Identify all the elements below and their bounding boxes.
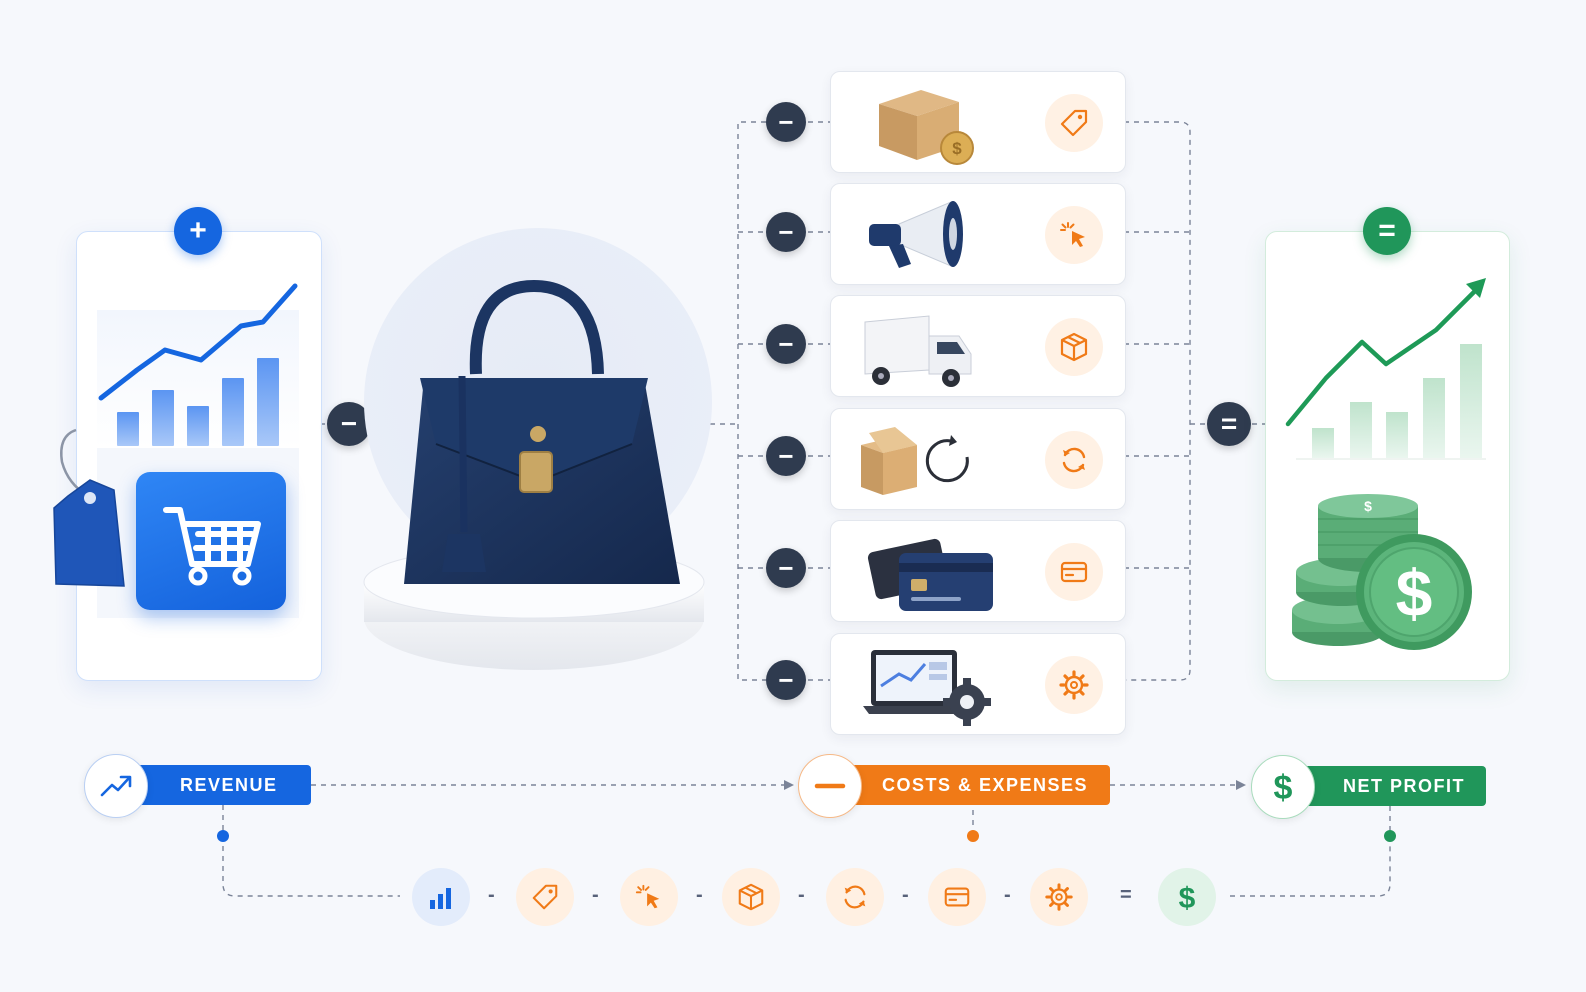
minus-operator-1: −: [766, 102, 806, 142]
svg-text:$: $: [1179, 882, 1196, 915]
equation-bar-chart: [412, 868, 470, 926]
minus-operator-revenue: −: [327, 402, 371, 446]
equation-dollar: $: [1158, 868, 1216, 926]
return-box-icon: [861, 427, 969, 495]
refresh-badge: [1045, 431, 1103, 489]
cost-card-marketing: [830, 183, 1126, 285]
dollar-icon: $: [1179, 882, 1196, 915]
package-badge: [1045, 318, 1103, 376]
price-tag-icon: [532, 884, 558, 910]
revenue-badge: [84, 754, 148, 818]
equation-price-tag: [516, 868, 574, 926]
click-cursor-icon: [1060, 222, 1085, 247]
costs-node-dot: [967, 830, 979, 842]
plus-operator: +: [174, 207, 222, 255]
laptop-gear-icon: [863, 650, 991, 726]
growth-chart-icon: [1285, 278, 1486, 460]
click-cursor-icon: [635, 884, 660, 909]
package-icon: [738, 883, 764, 911]
package-icon: [1060, 332, 1088, 362]
minus-operator-2: −: [766, 212, 806, 252]
cost-card-operations: [830, 633, 1126, 735]
svg-text:$: $: [1274, 769, 1293, 807]
handbag-icon: [363, 228, 712, 670]
revenue-label: REVENUE: [128, 765, 311, 805]
bar-chart-icon: [430, 888, 451, 909]
price-tag-icon: [53, 428, 125, 587]
minus-operator-6: −: [766, 660, 806, 700]
refresh-icon: [844, 885, 866, 909]
profit-node-dot: [1384, 830, 1396, 842]
equation-separator-6: -: [1004, 884, 1011, 906]
shopping-cart-tile: [136, 472, 286, 610]
minus-operator-3: −: [766, 324, 806, 364]
card-icon: [944, 887, 970, 907]
revenue-node-dot: [217, 830, 229, 842]
cardboard-box-coin-icon: $: [879, 90, 974, 165]
equation-card: [928, 868, 986, 926]
equation-separator-4: -: [798, 884, 805, 906]
equation-separator-5: -: [902, 884, 909, 906]
price-tag-icon: [1060, 109, 1088, 137]
card-badge: [1045, 543, 1103, 601]
trend-up-icon: [100, 775, 132, 797]
costs-expenses-label: COSTS & EXPENSES: [840, 765, 1110, 805]
shopping-cart-icon: [163, 507, 261, 586]
dollar-icon: $: [1274, 769, 1293, 807]
equation-gear: [1030, 868, 1088, 926]
coin-stack-icon: $ $: [1292, 494, 1472, 650]
equation-refresh: [826, 868, 884, 926]
price-tag-badge: [1045, 94, 1103, 152]
gear-icon: [1045, 883, 1073, 911]
delivery-truck-icon: [864, 315, 972, 387]
refresh-icon: [1062, 447, 1086, 473]
megaphone-icon: [869, 201, 963, 268]
minus-operator-4: −: [766, 436, 806, 476]
net-profit-badge: $: [1251, 755, 1315, 819]
equals-operator-costs: =: [1207, 402, 1251, 446]
cost-card-product-cost: $: [830, 71, 1126, 173]
minus-icon: [814, 783, 846, 789]
gear-badge: [1045, 656, 1103, 714]
cost-card-payment-fees: [830, 520, 1126, 622]
card-icon: [1060, 561, 1088, 583]
costs-badge: [798, 754, 862, 818]
svg-text:$: $: [952, 139, 962, 158]
minus-operator-5: −: [766, 548, 806, 588]
equation-package: [722, 868, 780, 926]
equation-separator-1: -: [488, 884, 495, 906]
cost-card-returns: [830, 408, 1126, 510]
equation-separator-2: -: [592, 884, 599, 906]
equation-equals: =: [1120, 884, 1132, 906]
equation-separator-3: -: [696, 884, 703, 906]
credit-cards-icon: [867, 538, 993, 611]
click-badge: [1045, 206, 1103, 264]
gear-icon: [1059, 670, 1089, 700]
equation-click: [620, 868, 678, 926]
cost-card-shipping: [830, 295, 1126, 397]
svg-text:$: $: [1364, 498, 1372, 514]
equals-operator-profit: =: [1363, 207, 1411, 255]
dollar-icon: $: [1396, 556, 1433, 630]
net-profit-label: NET PROFIT: [1295, 766, 1486, 806]
